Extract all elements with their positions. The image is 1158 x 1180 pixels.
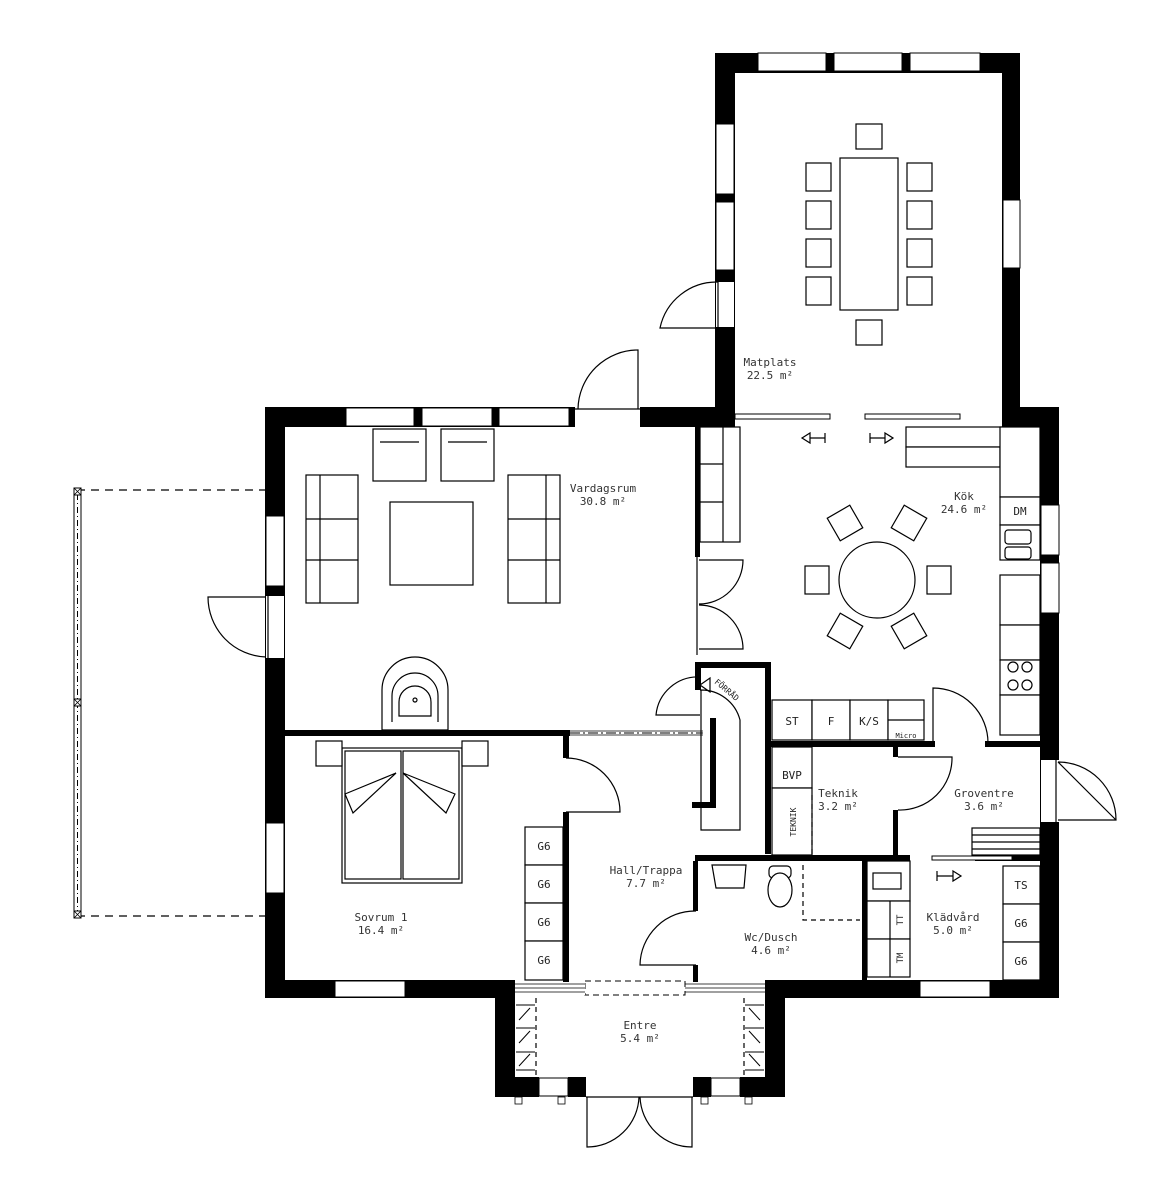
tag-g6-5: G6 [1014,917,1027,930]
svg-text:Sovrum 1: Sovrum 1 [355,911,408,924]
groventre-bench [971,827,1041,856]
slide-arrows [800,431,963,883]
tag-bvp: BVP [782,769,802,782]
living-room-furniture [305,428,561,731]
room-label-hall-trappa: Hall/Trappa 7.7 m² [610,864,683,890]
tag-teknik: TEKNIK [789,807,798,836]
tag-g6-6: G6 [1014,955,1027,968]
tag-st: ST [785,715,799,728]
tag-ts: TS [1014,879,1027,892]
tag-g6-4: G6 [537,954,550,967]
room-label-entre: Entre 5.4 m² [620,1019,660,1045]
svg-text:Vardagsrum: Vardagsrum [570,482,637,495]
dining-table-set [805,123,933,346]
svg-text:30.8 m²: 30.8 m² [580,495,626,508]
svg-text:5.4 m²: 5.4 m² [620,1032,660,1045]
svg-text:Matplats: Matplats [744,356,797,369]
entre-walls [495,980,785,1148]
svg-text:Hall/Trappa: Hall/Trappa [610,864,683,877]
svg-text:Teknik: Teknik [818,787,858,800]
room-labels: Matplats 22.5 m² Vardagsrum 30.8 m² Kök … [355,356,1014,1045]
tag-tt: TT [896,914,906,925]
tag-g6-2: G6 [537,878,550,891]
svg-text:7.7 m²: 7.7 m² [626,877,666,890]
svg-text:4.6 m²: 4.6 m² [751,944,791,957]
matplats-walls [715,52,1021,410]
room-label-teknik: Teknik 3.2 m² [818,787,858,813]
svg-text:3.2 m²: 3.2 m² [818,800,858,813]
bathroom-fixtures [711,864,860,921]
tag-dm: DM [1013,505,1027,518]
svg-text:Kök: Kök [954,490,974,503]
room-label-vardagsrum: Vardagsrum 30.8 m² [570,482,637,508]
laundry-fixtures [866,860,1041,981]
stair [698,676,741,831]
room-label-sovrum-1: Sovrum 1 16.4 m² [355,911,408,937]
svg-text:5.0 m²: 5.0 m² [933,924,973,937]
room-label-kladvard: Klädvård 5.0 m² [927,911,980,937]
svg-text:Entre: Entre [623,1019,656,1032]
kitchen-furniture [699,426,1041,741]
bedroom-furniture [315,740,564,981]
room-label-matplats: Matplats 22.5 m² [744,356,797,382]
room-label-wc-dusch: Wc/Dusch 4.6 m² [745,931,798,957]
tag-micro: Micro [895,732,916,740]
tag-tm: TM [896,952,906,963]
tag-ks: K/S [859,715,879,728]
svg-text:22.5 m²: 22.5 m² [747,369,793,382]
room-label-kok: Kök 24.6 m² [941,490,987,516]
svg-text:Wc/Dusch: Wc/Dusch [745,931,798,944]
tag-g6-3: G6 [537,916,550,929]
svg-text:16.4 m²: 16.4 m² [358,924,404,937]
svg-text:3.6 m²: 3.6 m² [964,800,1004,813]
room-label-groventre: Groventre 3.6 m² [954,787,1014,813]
tag-f: F [828,715,835,728]
terrace-outline [73,487,265,919]
main-walls [265,407,1060,998]
teknik-fixtures [771,746,813,856]
tag-g6-1: G6 [537,840,550,853]
svg-text:Groventre: Groventre [954,787,1014,800]
doors [207,281,1117,966]
svg-text:Klädvård: Klädvård [927,911,980,924]
svg-text:24.6 m²: 24.6 m² [941,503,987,516]
